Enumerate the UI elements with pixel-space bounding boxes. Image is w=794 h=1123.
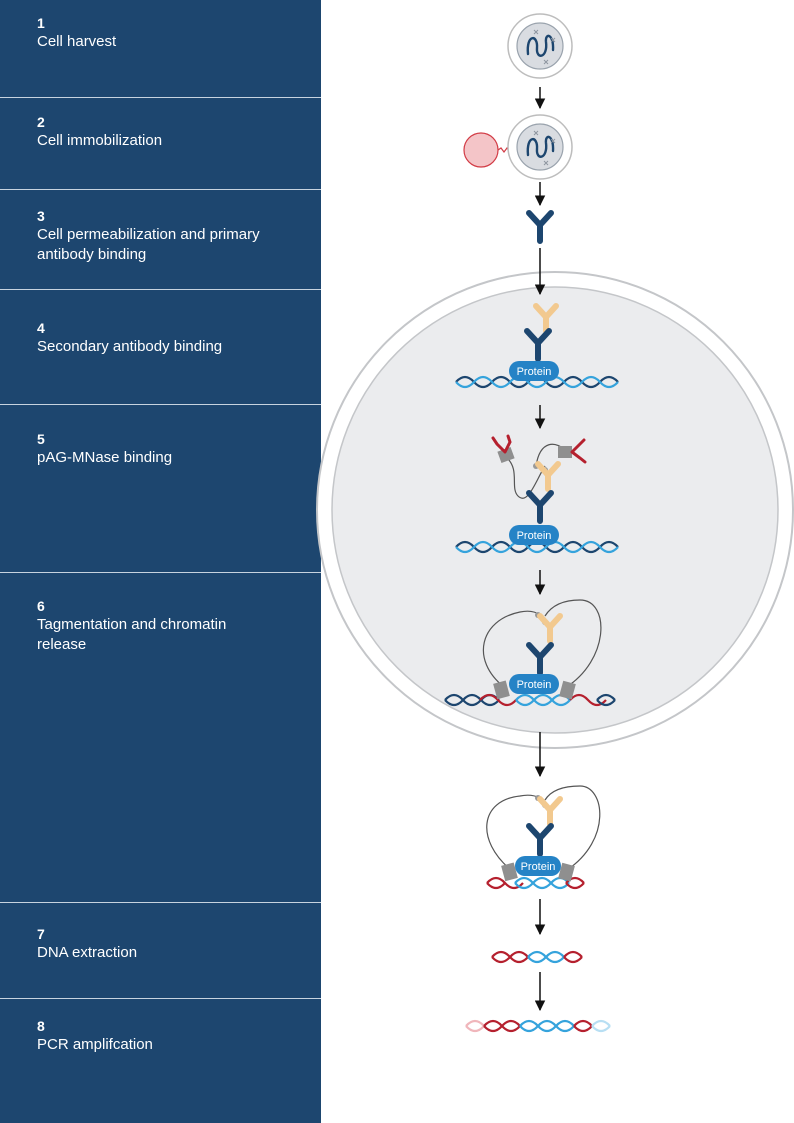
step-label: Cell permeabilization and primary antibo…: [37, 226, 260, 263]
step-6: 6 Tagmentation and chromatin release: [0, 597, 321, 655]
step-2: 2 Cell immobilization: [0, 113, 321, 151]
mnase-icon: [491, 434, 512, 454]
step-divider: [0, 97, 321, 98]
protein-icon: [509, 525, 559, 545]
protein-icon: [509, 361, 559, 381]
mnase-icon: [570, 438, 587, 464]
step-number: 4: [37, 320, 45, 336]
protein-label: Protein: [517, 366, 552, 378]
step-label: pAG-MNase binding: [37, 449, 173, 466]
pag-mnase-icon: [493, 680, 510, 700]
step-number: 5: [37, 431, 45, 447]
step-label: DNA extraction: [37, 944, 138, 961]
step-1: 1 Cell harvest: [0, 14, 321, 52]
step-8: 8 PCR amplifcation: [0, 1017, 321, 1055]
tether-line: [506, 457, 546, 499]
step-label: Tagmentation and chromatin release: [37, 616, 227, 653]
step-7: 7 DNA extraction: [0, 925, 321, 963]
step-4: 4 Secondary antibody binding: [0, 319, 321, 357]
step-divider: [0, 189, 321, 190]
protein-icon: [515, 856, 561, 876]
step-divider: [0, 404, 321, 405]
pag-mnase-icon: [501, 862, 518, 882]
step-3: 3 Cell permeabilization and primary anti…: [0, 207, 321, 265]
cell-icon: [506, 12, 574, 80]
tether-line: [486, 794, 541, 871]
step-number: 3: [37, 208, 45, 224]
step-divider: [0, 902, 321, 903]
tether-line: [544, 599, 602, 689]
primary-antibody-icon: [529, 826, 551, 854]
step-label: Cell harvest: [37, 33, 117, 50]
protein-label: Protein: [517, 679, 552, 691]
primary-antibody-icon: [529, 213, 551, 241]
tether-line: [544, 785, 601, 871]
dna-icon: [486, 876, 585, 890]
step-5: 5 pAG-MNase binding: [0, 430, 321, 468]
step-number: 2: [37, 114, 45, 130]
step-label: PCR amplifcation: [37, 1036, 153, 1053]
protein-label: Protein: [521, 861, 556, 873]
dna-icon: [465, 1019, 611, 1033]
step-number: 8: [37, 1018, 45, 1034]
nucleus: [331, 286, 779, 734]
bead-icon: [463, 132, 499, 168]
step-number: 6: [37, 598, 45, 614]
dna-icon: [491, 950, 583, 964]
step-label: Cell immobilization: [37, 132, 163, 149]
step-divider: [0, 998, 321, 999]
pag-mnase-icon: [558, 446, 572, 458]
pag-mnase-icon: [558, 862, 575, 882]
pag-mnase-icon: [559, 680, 576, 700]
protein-icon: [509, 674, 559, 694]
protein-label: Protein: [517, 530, 552, 542]
secondary-antibody-icon: [540, 799, 560, 824]
step-sidebar: 1 Cell harvest 2 Cell immobilization 3 C…: [0, 0, 321, 1123]
step-divider: [0, 289, 321, 290]
tether-line: [482, 610, 541, 688]
cell-icon: [506, 113, 574, 181]
step-number: 7: [37, 926, 45, 942]
step-label: Secondary antibody binding: [37, 338, 223, 355]
pag-mnase-icon: [497, 446, 515, 464]
step-number: 1: [37, 15, 45, 31]
step-divider: [0, 572, 321, 573]
dna-icon: [444, 693, 616, 707]
